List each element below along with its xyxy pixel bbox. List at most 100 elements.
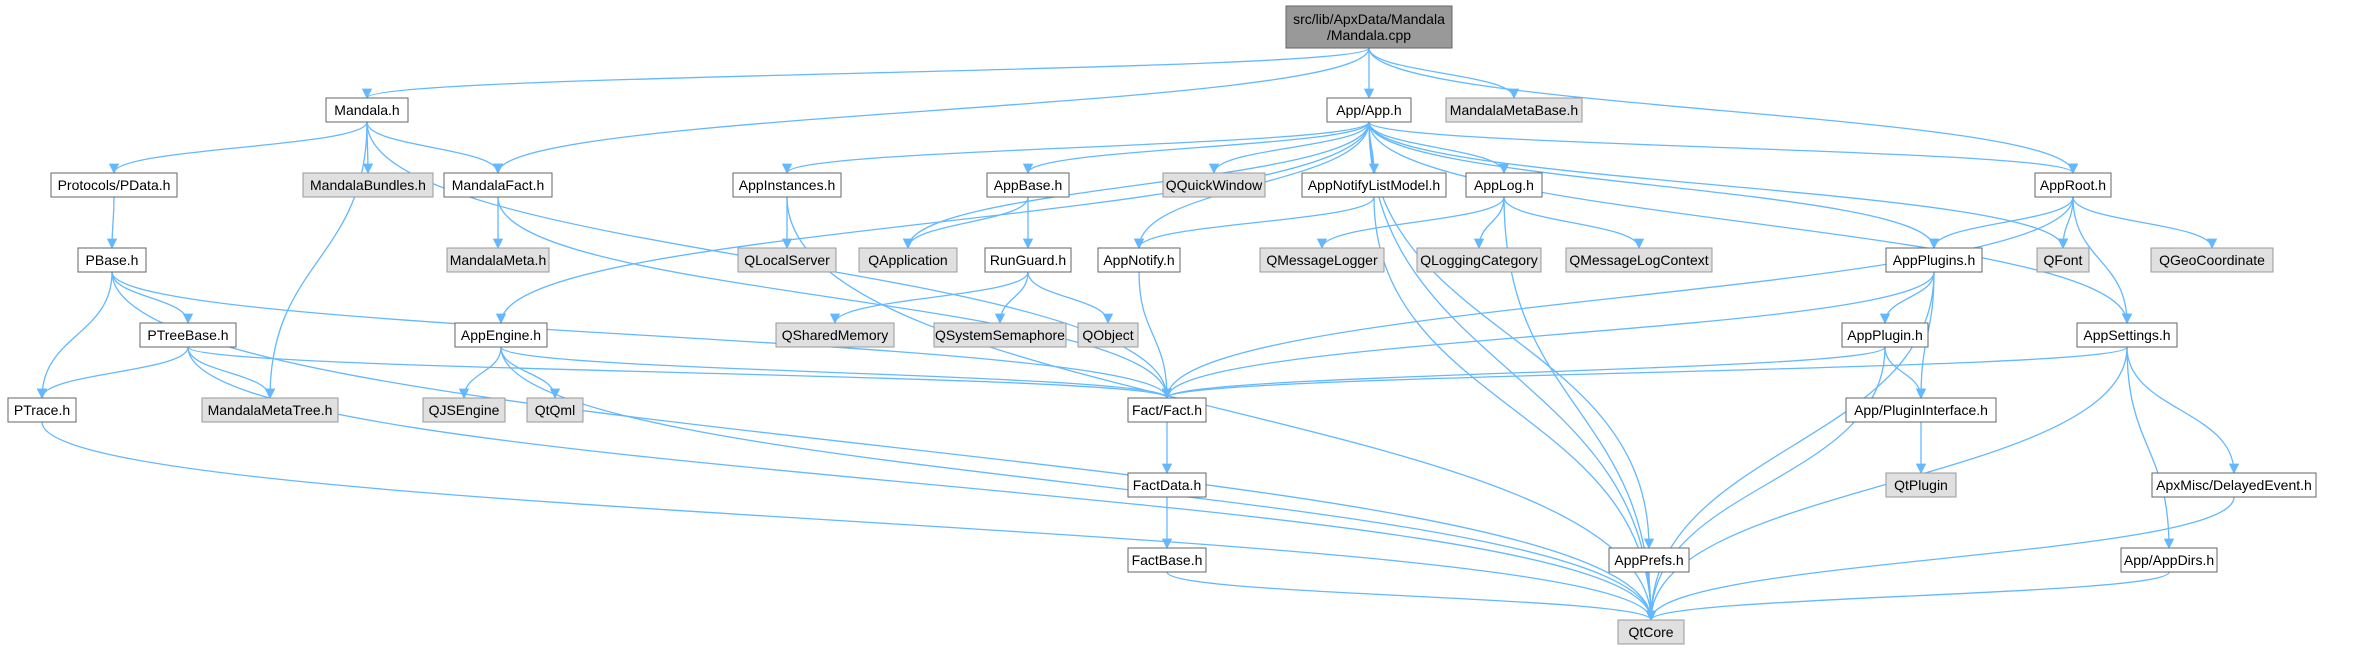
node-box [2150,247,2274,273]
node-box [1301,172,1447,198]
node-qjsengine[interactable]: QJSEngine [422,397,506,423]
node-label: AppSettings.h [2083,327,2170,343]
node-appengine[interactable]: AppEngine.h [454,322,548,348]
node-box [77,247,147,273]
edge-ptreebase-to-fact_h [187,346,1172,400]
node-qtcore[interactable]: QtCore [1617,619,1685,645]
node-label: Fact/Fact.h [1132,402,1202,418]
node-qquickwindow[interactable]: QQuickWindow [1162,172,1266,198]
node-ptreebase[interactable]: PTreeBase.h [139,322,237,348]
node-appnotifylistmodel[interactable]: AppNotifyListModel.h [1301,172,1447,198]
edge-ptrace-to-qtcore [41,421,1657,622]
node-fact_h[interactable]: Fact/Fact.h [1127,397,1207,423]
node-box [1259,247,1385,273]
node-qlocalserver[interactable]: QLocalServer [737,247,837,273]
edge-appplugins-to-fact_h [1161,271,1935,400]
node-qobject[interactable]: QObject [1077,322,1139,348]
node-delayedevent[interactable]: ApxMisc/DelayedEvent.h [2151,472,2317,498]
node-box [1097,247,1181,273]
node-mandalameta[interactable]: MandalaMeta.h [446,247,550,273]
node-appdirs[interactable]: App/AppDirs.h [2120,547,2218,573]
edge-appengine-to-qtcore [500,346,1657,622]
node-box [984,247,1072,273]
edges-layer [36,47,2240,622]
node-approot[interactable]: AppRoot.h [2034,172,2112,198]
node-appbase[interactable]: AppBase.h [986,172,1070,198]
edge-appinstances-to-qtcore [786,196,1657,622]
node-box [1445,97,1583,123]
edge-protocols_pdata-to-pbase [106,196,118,250]
node-applog[interactable]: AppLog.h [1465,172,1543,198]
edge-app_h-to-qfont [1368,121,2069,250]
node-qmessagelogger[interactable]: QMessageLogger [1259,247,1385,273]
node-label: AppPrefs.h [1614,552,1683,568]
node-box [1465,172,1543,198]
node-mandalabundles[interactable]: MandalaBundles.h [302,172,434,198]
node-qmessagelogcontext[interactable]: QMessageLogContext [1565,247,1713,273]
node-label: QMessageLogger [1266,252,1378,268]
node-label: QtCore [1628,624,1673,640]
node-box [454,322,548,348]
node-qsystemsemaphore[interactable]: QSystemSemaphore [933,322,1067,348]
node-mandala_h[interactable]: Mandala.h [325,97,409,123]
node-mandalafact[interactable]: MandalaFact.h [443,172,553,198]
node-label: QSystemSemaphore [935,327,1065,343]
node-mandalametabase[interactable]: MandalaMetaBase.h [1445,97,1583,123]
node-appprefs[interactable]: AppPrefs.h [1608,547,1690,573]
edge-root-to-mandalametabase [1368,47,1520,100]
edge-mandala_h-to-protocols_pdata [108,121,368,175]
node-ptrace[interactable]: PTrace.h [7,397,77,423]
node-root[interactable]: src/lib/ApxData/Mandala/Mandala.cpp [1285,5,1453,49]
edge-approot-to-appsettings [2072,196,2133,325]
edge-runguard-to-qsystemsemaphore [994,271,1029,325]
node-apppluginiface[interactable]: App/PluginInterface.h [1845,397,1997,423]
node-box [1841,322,1929,348]
node-qtqml[interactable]: QtQml [526,397,584,423]
edge-appengine-to-fact_h [500,346,1172,400]
edge-app_h-to-appbase [1022,121,1370,175]
edge-ptreebase-to-qtcore [187,346,1657,622]
node-label: QQuickWindow [1166,177,1263,193]
edge-applog-to-qmessagelogcontext [1503,196,1645,250]
edge-app_h-to-qapplication [902,121,1370,250]
edge-pbase-to-fact_h [111,271,1173,400]
node-label: /Mandala.cpp [1327,27,1411,43]
edge-appsettings-to-fact_h [1162,346,2128,400]
node-appinstances[interactable]: AppInstances.h [732,172,842,198]
node-box [737,247,837,273]
node-box [775,322,895,348]
edge-appsettings-to-appdirs [2126,346,2175,550]
node-qgeocoordinate[interactable]: QGeoCoordinate [2150,247,2274,273]
node-appsettings[interactable]: AppSettings.h [2076,322,2178,348]
node-qloggingcategory[interactable]: QLoggingCategory [1416,247,1542,273]
edge-mandala_h-to-mandalametatree [264,121,368,400]
edge-app_h-to-appprefs [1368,121,1655,550]
node-label: AppBase.h [994,177,1063,193]
node-appplugin[interactable]: AppPlugin.h [1841,322,1929,348]
node-runguard[interactable]: RunGuard.h [984,247,1072,273]
node-app_h[interactable]: App/App.h [1326,97,1412,123]
node-label: QObject [1082,327,1133,343]
node-mandalametatree[interactable]: MandalaMetaTree.h [201,397,339,423]
node-appnotify[interactable]: AppNotify.h [1097,247,1181,273]
node-label: QApplication [868,252,947,268]
node-qsharedmemory[interactable]: QSharedMemory [775,322,895,348]
node-appplugins[interactable]: AppPlugins.h [1885,247,1983,273]
node-label: Mandala.h [334,102,399,118]
edge-pbase-to-ptreebase [111,271,194,325]
node-label: FactData.h [1133,477,1201,493]
node-pbase[interactable]: PBase.h [77,247,147,273]
node-box [1845,397,1997,423]
node-qtplugin[interactable]: QtPlugin [1885,472,1957,498]
edge-app_h-to-appengine [495,121,1370,325]
node-label: QGeoCoordinate [2159,252,2265,268]
edge-pbase-to-ptrace [36,271,113,400]
node-factdata[interactable]: FactData.h [1127,472,1207,498]
edge-app_h-to-applog [1368,121,1510,175]
node-qapplication[interactable]: QApplication [858,247,958,273]
node-qfont[interactable]: QFont [2036,247,2090,273]
edge-appnotifylistmodel-to-appnotify [1133,196,1375,250]
node-protocols_pdata[interactable]: Protocols/PData.h [50,172,178,198]
node-label: AppEngine.h [461,327,541,343]
node-factbase[interactable]: FactBase.h [1127,547,1207,573]
